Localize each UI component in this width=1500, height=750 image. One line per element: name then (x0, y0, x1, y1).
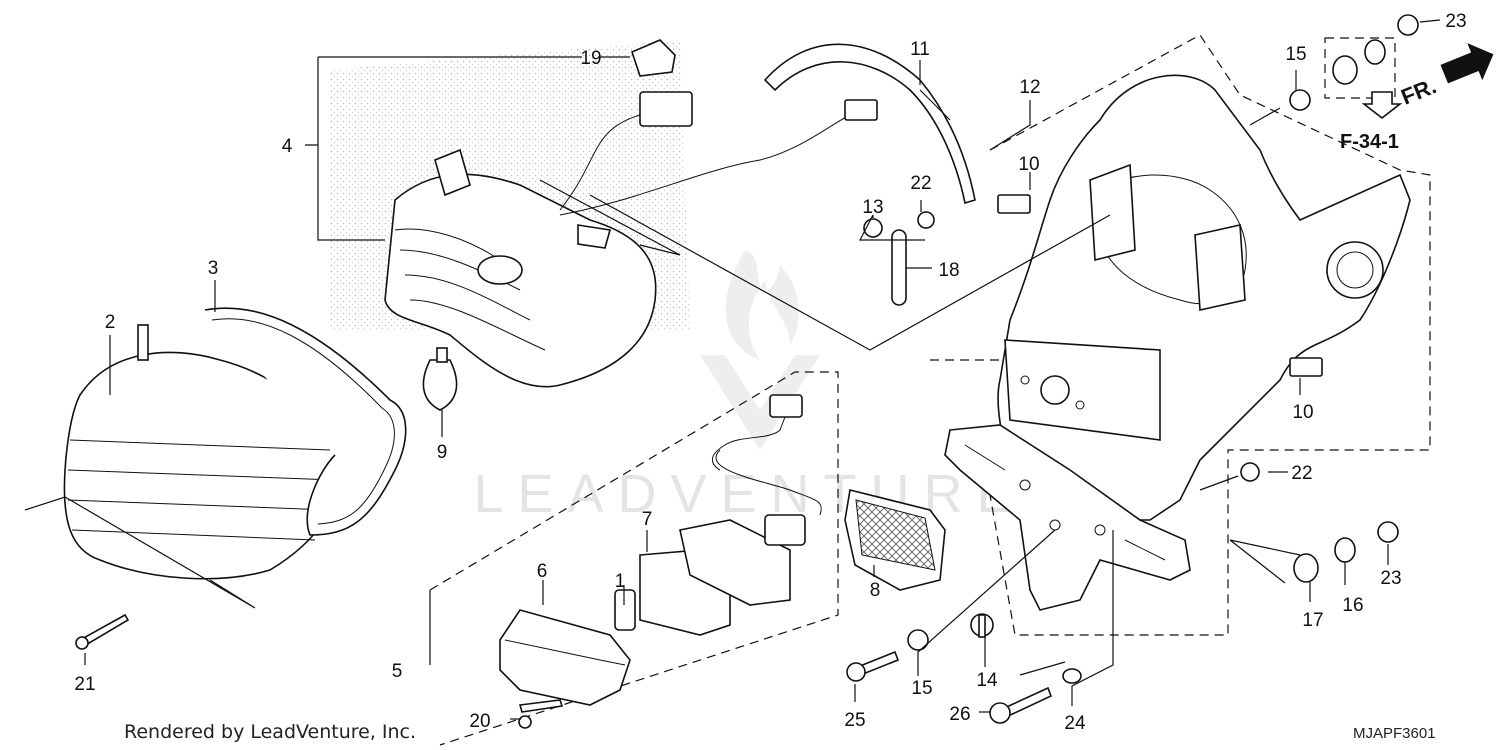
callout-1: 1 (615, 571, 626, 592)
nut-part-23-upper (1397, 14, 1419, 36)
callout-16: 16 (1342, 595, 1363, 616)
callout-12: 12 (1019, 77, 1040, 98)
callout-23-upper: 23 (1445, 11, 1466, 32)
reference-down-arrow-icon (1361, 91, 1403, 120)
callout-22-upper: 22 (910, 173, 931, 194)
callout-5: 5 (392, 661, 403, 682)
collar-part-15-upper (1289, 89, 1311, 111)
callout-18: 18 (938, 260, 959, 281)
callout-2: 2 (105, 312, 116, 333)
callout-10-lower: 10 (1292, 402, 1313, 423)
callout-4: 4 (282, 136, 293, 157)
nut-part-22-lower (1240, 462, 1260, 482)
callout-9: 9 (437, 442, 448, 463)
callout-3: 3 (208, 258, 219, 279)
license-light-group (429, 371, 839, 746)
rear-fender-part-12 (944, 74, 1411, 611)
gasket-part-3 (204, 307, 407, 536)
callout-21: 21 (74, 674, 95, 695)
nut-part-22-upper (917, 211, 935, 229)
tail-light-housing (330, 40, 690, 388)
reference-label: F-34-1 (1340, 131, 1399, 153)
grommet-part-17 (1293, 553, 1319, 583)
credit-text: Rendered by LeadVenture, Inc. (124, 721, 416, 743)
watermark-logo (700, 250, 820, 450)
callout-15-lower: 15 (911, 678, 932, 699)
nut-part-23-lower (1377, 521, 1399, 543)
stay-part-18 (891, 229, 907, 306)
callout-6: 6 (537, 561, 548, 582)
callout-14: 14 (976, 670, 998, 691)
callout-20: 20 (469, 711, 490, 732)
front-direction-arrow-icon (1440, 43, 1494, 84)
callout-19: 19 (580, 48, 601, 69)
bolt-part-26 (989, 686, 1053, 724)
washer-part-24 (1062, 668, 1082, 684)
collar-part-16 (1334, 537, 1356, 563)
lens-part-2 (63, 324, 342, 580)
cushion-part-10-lower (1289, 357, 1323, 377)
callout-13: 13 (862, 197, 883, 218)
reflector-part-8 (844, 489, 946, 591)
watermark-text: LEADVENTURE (473, 464, 1026, 524)
bolt-part-25 (846, 650, 900, 682)
callout-17: 17 (1302, 610, 1323, 631)
callout-26: 26 (949, 704, 970, 725)
tail-light-harness (559, 91, 878, 216)
callout-7: 7 (642, 509, 653, 530)
clip-part-19 (631, 39, 676, 77)
callout-22-lower: 22 (1291, 463, 1312, 484)
front-direction-label: FR. (1398, 73, 1440, 109)
callouts: 1 2 3 4 5 6 7 8 9 10 10 11 12 13 14 15 1… (74, 11, 1466, 734)
screw-part-21 (75, 613, 130, 650)
fender-group-outline (989, 34, 1431, 636)
rivet-part-14 (970, 613, 994, 638)
collar-part-15-lower (907, 629, 929, 651)
strip-part-11 (763, 43, 976, 205)
callout-11: 11 (910, 39, 930, 60)
leader-lines (24, 19, 1441, 720)
callout-23-lower: 23 (1380, 568, 1401, 589)
callout-24: 24 (1064, 713, 1086, 734)
bulb-part-9 (422, 347, 458, 411)
callout-8: 8 (870, 580, 881, 601)
callout-15-upper: 15 (1285, 44, 1306, 65)
callout-10-upper: 10 (1018, 154, 1039, 175)
cushion-part-10-upper (997, 194, 1031, 214)
callout-25: 25 (844, 710, 865, 731)
grommet-set-upper (1324, 37, 1396, 99)
drawing-code: MJAPF3601 (1353, 725, 1436, 742)
